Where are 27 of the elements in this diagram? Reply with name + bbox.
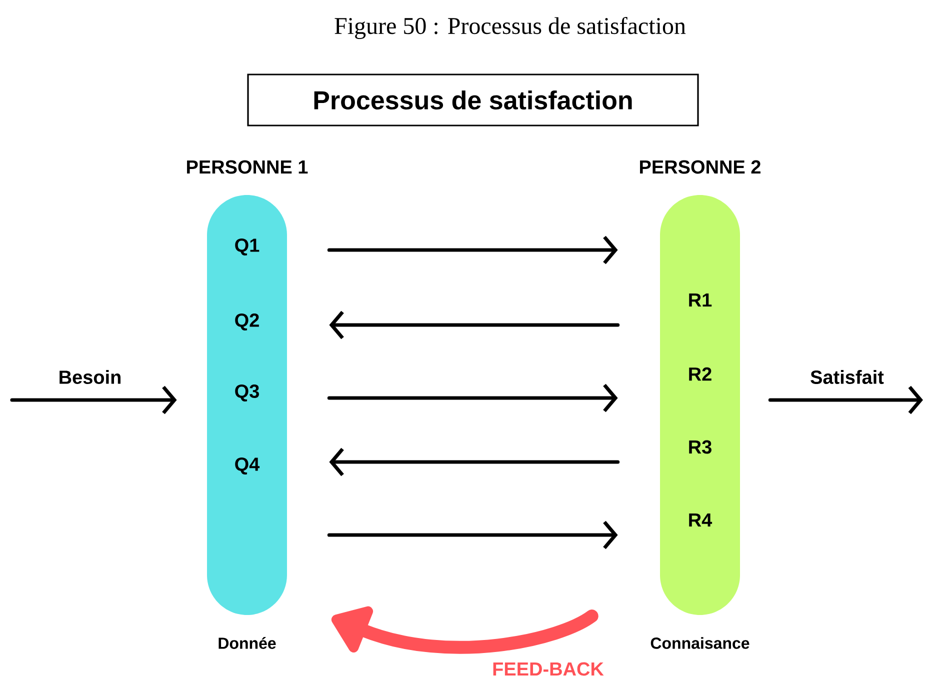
arrow <box>329 448 620 476</box>
edge-label: FEED-BACK <box>493 662 604 676</box>
item-label: R3 <box>689 440 712 454</box>
item-label: R1 <box>689 293 712 307</box>
item-label: Q4 <box>235 458 260 474</box>
bar-caption: Donnée <box>218 637 276 649</box>
arrow <box>327 236 618 264</box>
edge-label: Satisfait <box>810 370 884 384</box>
figure-caption: Figure 50 : Processus de satisfaction <box>334 16 686 40</box>
arrow <box>327 384 618 412</box>
pill-bar <box>187 160 308 615</box>
column-heading: PERSONNE 1 <box>187 160 308 174</box>
title-box: Processus de satisfaction <box>247 74 699 126</box>
item-label: Q1 <box>235 238 260 256</box>
item-label: Q3 <box>235 384 259 402</box>
arrow <box>329 310 620 340</box>
arrow <box>327 520 618 550</box>
item-label: R2 <box>689 367 712 381</box>
bar-caption: Connaisance <box>650 637 750 649</box>
arrow <box>10 386 177 414</box>
arrow <box>331 606 598 654</box>
arrow <box>768 386 923 414</box>
column-heading: PERSONNE 2 <box>640 160 760 174</box>
edge-label: Besoin <box>60 370 120 384</box>
pill-bar <box>640 160 760 615</box>
item-label: Q2 <box>235 314 259 330</box>
item-label: R4 <box>689 513 712 527</box>
